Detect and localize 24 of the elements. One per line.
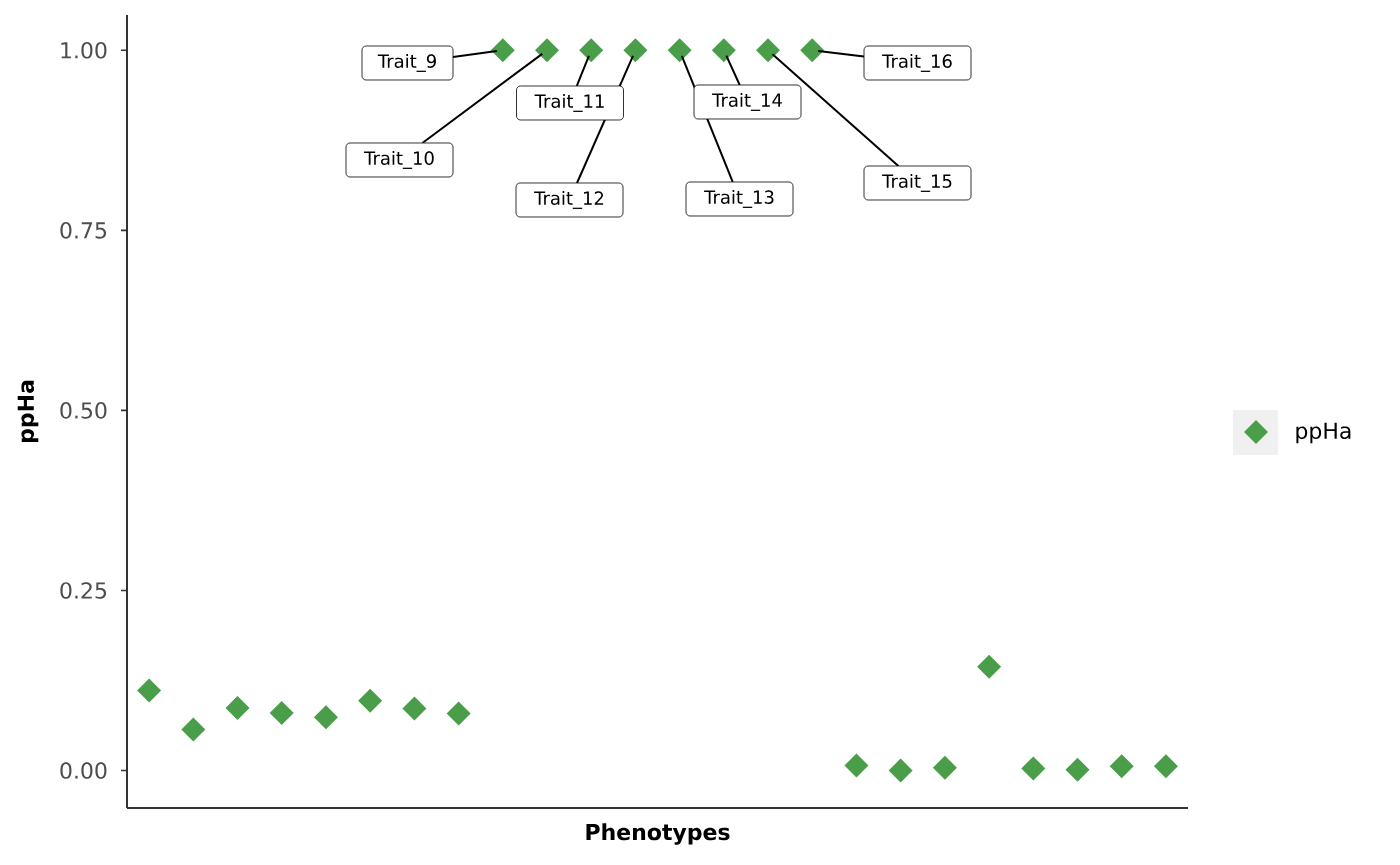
callout-label: Trait_14: [693, 84, 802, 120]
y-tick-label: 0.50: [60, 402, 107, 419]
annotation: Trait_10: [364, 151, 434, 169]
annotation: Trait_11: [534, 94, 604, 112]
y-tick-label: 1.00: [61, 41, 107, 59]
annotation: Trait_14: [712, 93, 782, 111]
callout-label: Trait_13: [685, 181, 794, 217]
callout-label: Trait_16: [863, 45, 972, 81]
y-tick-label: 0.75: [60, 222, 107, 239]
callout-label: Trait_10: [345, 142, 454, 178]
callout-label: Trait_9: [361, 45, 454, 81]
axis-title: Phenotypes: [586, 823, 730, 845]
callout-label: Trait_15: [863, 165, 972, 201]
legend-label: ppHa: [1296, 422, 1351, 444]
y-tick-label: 0.00: [60, 762, 107, 779]
annotation: Trait_16: [882, 54, 952, 72]
annotation: Trait_15: [882, 174, 952, 192]
callout-label: Trait_12: [515, 182, 624, 218]
axis-title: ppHa: [17, 380, 39, 442]
y-tick-label: 0.25: [60, 582, 107, 599]
annotation: Trait_13: [704, 190, 774, 208]
annotation: Trait_9: [377, 54, 436, 72]
callout-label: Trait_11: [516, 85, 624, 121]
annotation: Trait_12: [534, 191, 604, 209]
